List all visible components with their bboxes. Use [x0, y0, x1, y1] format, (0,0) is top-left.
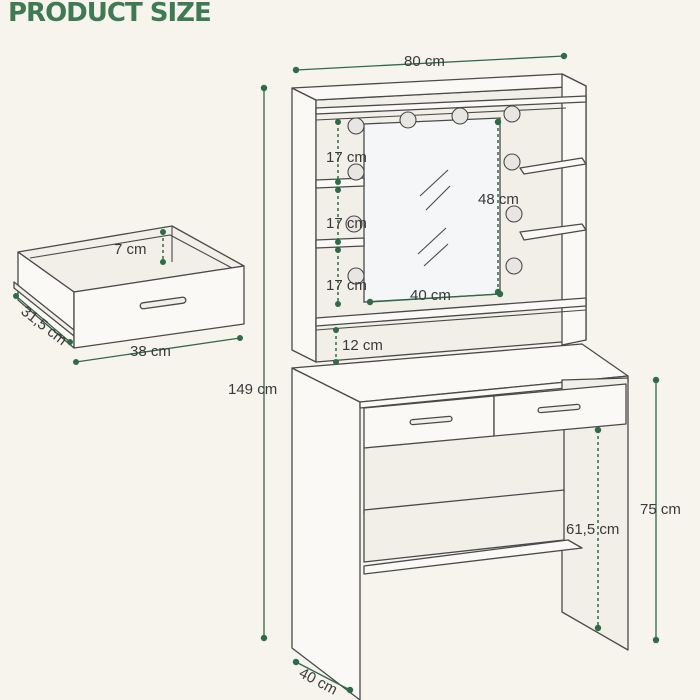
dim-table-height	[652, 376, 660, 644]
bulb-icon	[451, 107, 469, 125]
label-mirror-width: 40 cm	[410, 287, 451, 304]
drawer-handle	[409, 415, 453, 426]
drawer-dim-7	[160, 229, 166, 265]
dim-shelf-2	[335, 187, 341, 245]
mirror	[363, 117, 501, 303]
label-lower-shelf: 12 cm	[342, 337, 383, 354]
dim-total-height	[260, 84, 268, 642]
label-table-height: 75 cm	[640, 501, 681, 518]
desk-left-side	[291, 367, 361, 700]
right-shelf-upper	[519, 157, 587, 175]
label-knee-clearance: 61,5 cm	[566, 521, 619, 538]
drawer-width-label: 38 cm	[130, 343, 171, 360]
label-total-width: 80 cm	[404, 53, 445, 70]
drawer-handle	[139, 296, 187, 310]
bulb-icon	[347, 267, 365, 285]
dim-knee-clearance	[594, 426, 602, 632]
bulb-icon	[505, 257, 523, 275]
desk-lower-shelf	[363, 539, 583, 575]
drawer-depth-label: 7 cm	[114, 241, 147, 258]
drawer-dim-38	[73, 335, 243, 365]
dim-mirror-height	[494, 118, 502, 296]
label-shelf-1: 17 cm	[326, 149, 367, 166]
label-shelf-3: 17 cm	[326, 277, 367, 294]
label-total-height: 149 cm	[228, 381, 277, 398]
hutch-left-panel	[291, 87, 317, 363]
dim-lower-shelf	[333, 327, 339, 365]
bulb-icon	[503, 153, 521, 171]
bulb-icon	[347, 117, 365, 135]
bulb-icon	[505, 205, 523, 223]
page-title: PRODUCT SIZE	[8, 0, 212, 28]
drawer-illustration	[13, 225, 245, 349]
drawer-dim-31-5	[13, 293, 73, 345]
dim-depth	[292, 658, 354, 694]
bulb-icon	[347, 163, 365, 181]
bulb-icon	[503, 105, 521, 123]
drawer-handle	[537, 403, 581, 414]
dim-total-width	[292, 52, 568, 74]
dim-shelf-3	[335, 247, 341, 307]
label-shelf-2: 17 cm	[326, 215, 367, 232]
bulb-icon	[345, 215, 363, 233]
vanity-illustration	[291, 73, 629, 700]
hutch-bottom-shelf	[315, 297, 587, 327]
bulb-icon	[399, 111, 417, 129]
right-shelf-lower	[519, 223, 587, 241]
label-mirror-height: 48 cm	[478, 191, 519, 208]
dim-shelf-1	[335, 119, 341, 185]
